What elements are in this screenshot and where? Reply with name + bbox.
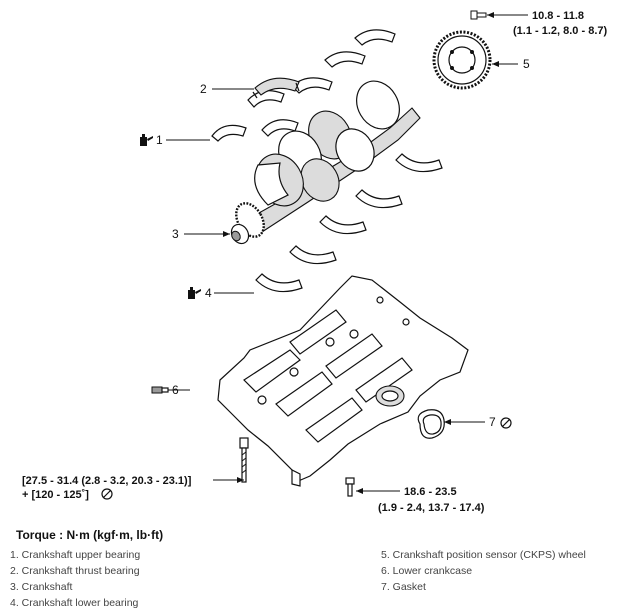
ckps-bolt-torque: 10.8 - 11.8 xyxy=(532,10,584,22)
legend-title: Torque : N·m (kgf·m, lb·ft) xyxy=(16,528,164,542)
legend-left-column: 1. Crankshaft upper bearing 2. Crankshaf… xyxy=(10,547,140,611)
legend-item: 7. Gasket xyxy=(381,581,426,593)
legend-right-column: 5. Crankshaft position sensor (CKPS) whe… xyxy=(381,547,586,595)
callout-6: 6 xyxy=(172,383,179,397)
legend: Torque : N·m (kgf·m, lb·ft) 1. Crankshaf… xyxy=(8,528,623,614)
lower-bearing-shells xyxy=(255,153,443,293)
exploded-view-diagram: 2 1 3 4 5 6 7 10.8 - 11.8 (1.1 - 1.2, 8.… xyxy=(22,10,607,514)
crankcase-side-bolt xyxy=(345,477,355,497)
callout-3: 3 xyxy=(172,227,179,241)
crankcase-main-bolt xyxy=(239,437,249,483)
crankshaft xyxy=(230,80,421,245)
gasket xyxy=(417,409,445,439)
do-not-reuse-icon xyxy=(101,488,113,500)
upper-bearing-shells xyxy=(211,29,396,142)
callout-4: 4 xyxy=(205,286,212,300)
oil-can-icon xyxy=(188,287,201,299)
ckps-wheel xyxy=(432,30,492,90)
case-bolt-torque-conv: (1.9 - 2.4, 13.7 - 17.4) xyxy=(378,502,485,514)
ckps-bolt xyxy=(470,10,487,20)
legend-item: 1. Crankshaft upper bearing xyxy=(10,549,141,561)
legend-item: 2. Crankshaft thrust bearing xyxy=(10,565,140,577)
lower-crankcase xyxy=(217,275,469,487)
thrust-bearing xyxy=(252,77,300,99)
legend-item: 5. Crankshaft position sensor (CKPS) whe… xyxy=(381,549,586,561)
main-bolt-torque: [27.5 - 31.4 (2.8 - 3.2, 20.3 - 23.1)] xyxy=(22,475,192,487)
main-bolt-angle: + [120 - 125˚] xyxy=(22,489,89,501)
legend-item: 6. Lower crankcase xyxy=(381,565,473,577)
ckps-bolt-torque-conv: (1.1 - 1.2, 8.0 - 8.7) xyxy=(513,25,607,37)
case-bolt-torque: 18.6 - 23.5 xyxy=(404,486,457,498)
legend-item: 3. Crankshaft xyxy=(10,581,73,593)
legend-item: 4. Crankshaft lower bearing xyxy=(10,597,139,609)
sealant-bolt-6 xyxy=(151,386,169,394)
oil-can-icon xyxy=(140,134,153,146)
callout-7: 7 xyxy=(489,415,496,429)
callout-1: 1 xyxy=(156,133,163,147)
do-not-reuse-icon xyxy=(500,417,512,429)
callout-5: 5 xyxy=(523,57,530,71)
callout-2: 2 xyxy=(200,82,207,96)
